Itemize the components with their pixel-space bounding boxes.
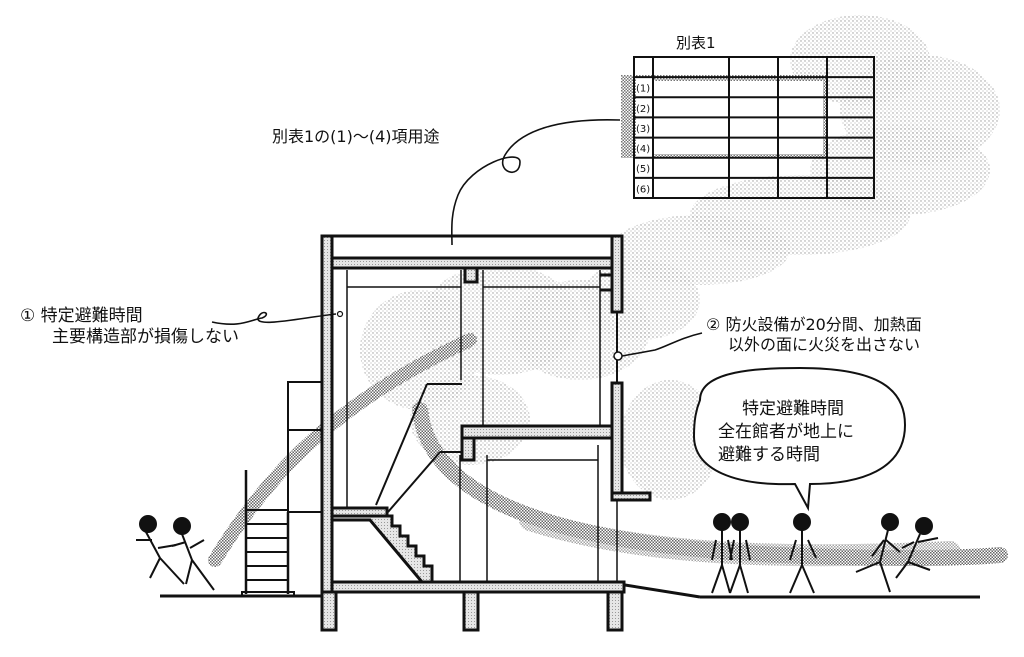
fire-door-marker [613, 351, 623, 361]
usage-callout: 別表1の(1)〜(4)項用途 [272, 127, 440, 146]
note1-line1: 特定避難時間 [40, 306, 143, 326]
left-wall [320, 234, 334, 602]
table-row-label: (4) [636, 144, 650, 155]
leader-lines [211, 118, 703, 357]
appendix-table [621, 56, 875, 199]
table-title: 別表1 [676, 34, 716, 52]
table-row-label: (2) [636, 104, 650, 115]
running-person [136, 515, 185, 585]
speech-bubble-text: 特定避難時間 全在館者が地上に 避難する時間 [718, 398, 854, 467]
bubble-line3: 避難する時間 [718, 444, 820, 465]
note2-line1: 防火設備が20分間、加熱面 [725, 315, 922, 334]
note1-number: ① [20, 306, 36, 326]
bubble-line1: 特定避難時間 [742, 399, 844, 419]
running-person [895, 517, 939, 579]
speech-bubble [692, 366, 907, 512]
table-row-labels: (1) (2) (3) (4) (5) (6) [636, 84, 650, 196]
walking-person [711, 513, 733, 594]
note2-callout: ② 防火設備が20分間、加熱面 以外の面に火災を出さない [706, 315, 922, 355]
note1-callout: ① 特定避難時間 主要構造部が損傷しない [20, 306, 239, 349]
note2-number: ② [706, 315, 721, 334]
evacuees-right [711, 513, 939, 594]
exterior-stair [241, 381, 323, 597]
staircase [330, 514, 434, 584]
structure-marker [336, 310, 344, 318]
note1-line2: 主要構造部が損傷しない [52, 327, 239, 348]
building-section [320, 234, 652, 632]
bubble-line2: 全在館者が地上に [718, 421, 854, 442]
table-row-label: (1) [636, 84, 650, 95]
note1-leader [211, 311, 337, 325]
table-row-label: (5) [636, 164, 650, 175]
running-person [855, 513, 901, 593]
evacuees-left [136, 515, 215, 591]
table-row-label: (3) [636, 124, 650, 135]
walking-person [789, 513, 817, 594]
running-person [171, 517, 215, 591]
note2-leader [621, 332, 703, 357]
walking-person [729, 513, 751, 594]
table-row-label: (6) [636, 184, 650, 195]
usage-leader [450, 118, 621, 246]
note2-line2: 以外の面に火災を出さない [728, 335, 921, 354]
